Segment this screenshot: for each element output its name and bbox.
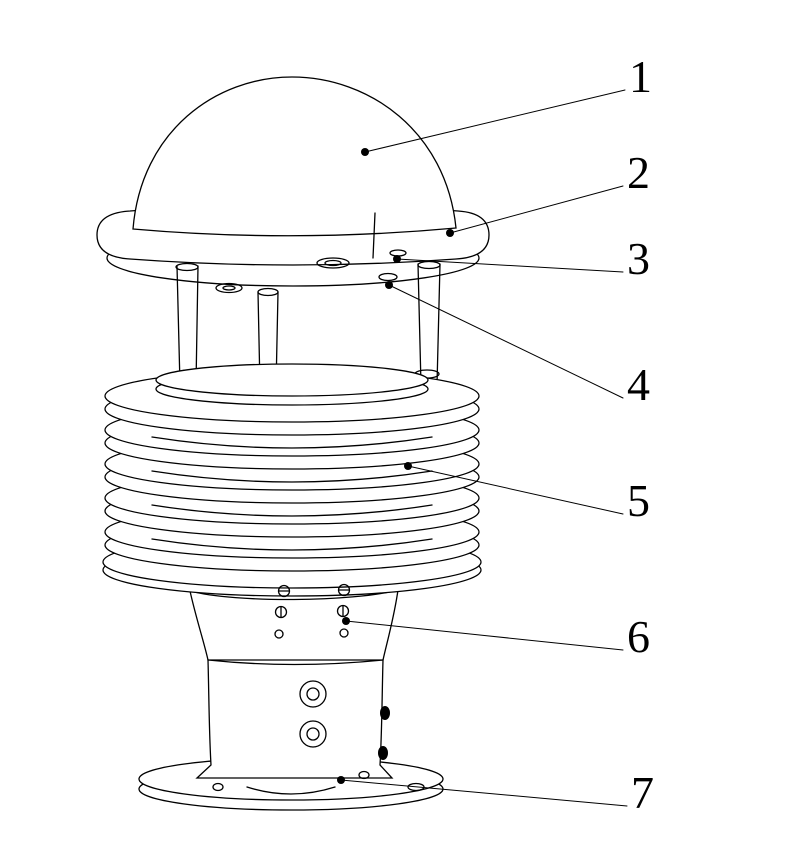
dome: [132, 76, 457, 237]
callout-label-7: 7: [631, 767, 654, 818]
post-top: [257, 287, 279, 297]
louver-stack: [102, 363, 482, 598]
base-details: [212, 770, 425, 795]
disc-screws: [277, 583, 351, 598]
callout-leader-1: 1: [361, 51, 652, 156]
cap-assembly: [96, 76, 490, 294]
support-posts: [175, 260, 441, 389]
sensor-ring-inner: [324, 259, 342, 267]
callouts: 1 2 3 4 5: [337, 51, 654, 818]
callout-label-3: 3: [627, 233, 650, 284]
target-dot: [361, 148, 369, 156]
under-cap-sensors: [215, 249, 407, 294]
gap-arc: [151, 538, 433, 551]
leader-line: [396, 258, 624, 273]
small-hole: [339, 628, 349, 638]
leader-line: [345, 620, 624, 651]
leader-line: [407, 465, 624, 515]
gap-arc: [151, 504, 433, 517]
callout-label-5: 5: [627, 475, 650, 526]
base-hole: [212, 782, 224, 792]
bolt-outer: [299, 720, 327, 748]
leader-line: [388, 284, 624, 399]
callout-leader-5: 5: [404, 462, 650, 526]
post-edge: [176, 265, 181, 386]
post-edge: [436, 263, 441, 386]
callout-leader-7: 7: [337, 767, 654, 818]
funnel-outline: [189, 589, 399, 661]
base-center-hole: [246, 786, 336, 795]
post-top: [417, 260, 441, 270]
callout-leader-4: 4: [385, 281, 650, 410]
callout-label-4: 4: [627, 359, 650, 410]
side-knob: [380, 706, 390, 720]
target-dot: [337, 776, 345, 784]
sensor-small: [378, 272, 398, 282]
callout-label-2: 2: [627, 147, 650, 198]
callout-leader-3: 3: [393, 233, 650, 284]
bolt-inner: [306, 727, 320, 741]
base-slot: [407, 782, 425, 792]
sensor-ring: [316, 257, 350, 269]
funnel-screws: [274, 604, 350, 639]
callout-label-6: 6: [627, 611, 650, 662]
leader-line: [340, 779, 628, 807]
gap-arc: [151, 470, 433, 483]
target-dot: [385, 281, 393, 289]
callout-label-1: 1: [629, 51, 652, 102]
target-dot: [404, 462, 412, 470]
base-hole: [358, 770, 370, 780]
leader-line: [364, 89, 626, 153]
bolt-inner: [306, 687, 320, 701]
post-top: [175, 262, 199, 272]
drawing-root: 1 2 3 4 5: [96, 51, 654, 818]
target-dot: [393, 255, 401, 263]
callout-leader-6: 6: [342, 611, 650, 662]
post-edge: [195, 265, 199, 386]
gap-arc: [151, 436, 433, 449]
post-edge: [417, 263, 422, 386]
sensor-ring: [215, 282, 243, 294]
small-hole: [274, 629, 284, 639]
cap-seam-line: [372, 212, 376, 259]
cylinder-body: [195, 659, 394, 779]
leader-line: [449, 185, 624, 234]
mounting-collar: [155, 363, 429, 406]
cylinder-outline: [195, 659, 394, 779]
sensor-ring-inner: [222, 285, 236, 291]
louver-gap-shadows: [151, 436, 433, 551]
bolt-outer: [299, 680, 327, 708]
side-knob: [378, 746, 388, 760]
collar-top-surface: [155, 363, 429, 397]
target-dot: [446, 229, 454, 237]
callout-leader-2: 2: [446, 147, 650, 237]
target-dot: [342, 617, 350, 625]
funnel-body: [189, 589, 399, 661]
